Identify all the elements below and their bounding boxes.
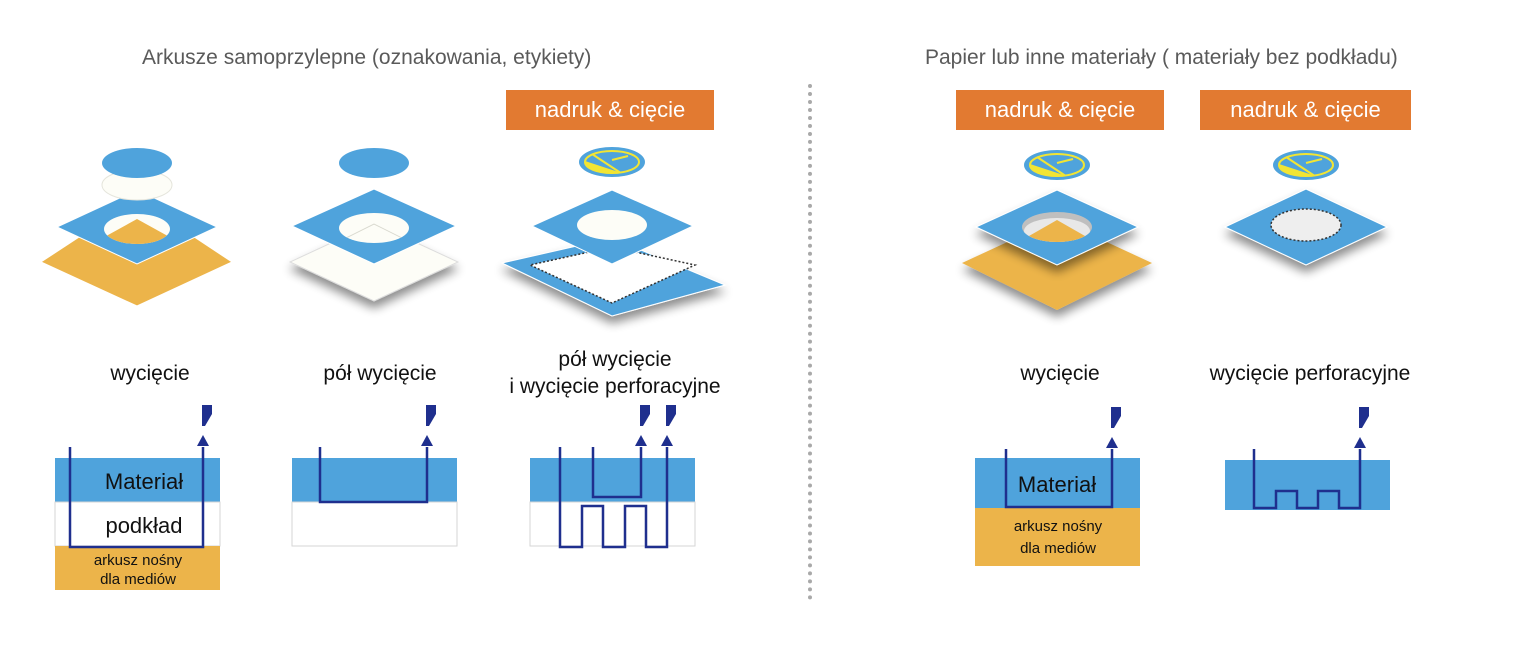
liner-band [529, 501, 696, 547]
perforation-path [1252, 449, 1362, 510]
liner-label: podkład [105, 513, 182, 538]
material-disc [339, 148, 409, 178]
arrow-head-icon [421, 435, 433, 446]
cut-hole [339, 213, 409, 243]
arrow-head-icon [661, 435, 673, 446]
material-band [1225, 460, 1390, 510]
carrier-label-line1: arkusz nośny [1014, 518, 1103, 535]
panel-2-exploded-illustration [288, 148, 460, 302]
half-cut-path [591, 447, 643, 499]
caption-half-cut-perforation-line2: i wycięcie perforacyjne [509, 375, 721, 398]
arrow-head-icon [635, 435, 647, 446]
liner-band [54, 501, 221, 547]
cut-path [68, 447, 205, 549]
panel-5-cross-section [1225, 407, 1390, 510]
panel-4-exploded-illustration [962, 149, 1152, 310]
caption-kiss-cut-through: wycięcie [110, 362, 190, 385]
print-and-cut-badge-panel-4: nadruk & cięcie [956, 90, 1164, 130]
arrow-head-icon [1354, 437, 1366, 448]
printed-disc-icon [1272, 149, 1340, 181]
blade-icon [426, 405, 436, 426]
panel-5-exploded-illustration [1223, 149, 1389, 266]
blade-icon [1359, 407, 1369, 428]
section-title-paper-materials: Papier lub inne materiały ( materiały be… [925, 46, 1398, 69]
carrier-label-line2: dla mediów [100, 571, 176, 588]
cut-path [1004, 449, 1114, 509]
caption-perforation-cut: wycięcie perforacyjne [1209, 362, 1411, 385]
printed-disc-icon [1023, 149, 1091, 181]
material-band [292, 458, 457, 502]
carrier-band [55, 546, 220, 590]
material-band [530, 458, 695, 502]
material-disc [102, 148, 172, 178]
material-label: Materiał [1018, 472, 1096, 497]
blade-icon [666, 405, 676, 426]
panel-1-cross-section: Materiał podkład arkusz nośny dla mediów [54, 405, 221, 590]
panel-3-cross-section [529, 405, 696, 549]
print-and-cut-badge-panel-5: nadruk & cięcie [1200, 90, 1411, 130]
cut-hole [577, 210, 647, 240]
perforation-path [558, 447, 669, 549]
panel-2-cross-section [291, 405, 458, 547]
caption-half-cut: pół wycięcie [323, 362, 437, 385]
caption-through-cut: wycięcie [1020, 362, 1100, 385]
material-label: Materiał [105, 469, 183, 494]
blade-icon [640, 405, 650, 426]
arrow-head-icon [1106, 437, 1118, 448]
material-band [55, 458, 220, 502]
carrier-label-line2: dla mediów [1020, 540, 1096, 557]
caption-half-cut-perforation-line1: pół wycięcie [558, 348, 672, 371]
panel-4-cross-section: Materiał arkusz nośny dla mediów [975, 407, 1140, 566]
panel-1-exploded-illustration [39, 148, 234, 307]
section-title-adhesive-sheets: Arkusze samoprzylepne (oznakowania, etyk… [142, 46, 592, 69]
print-and-cut-badge-panel-3: nadruk & cięcie [506, 90, 714, 130]
blade-icon [202, 405, 212, 426]
cut-path [318, 447, 429, 504]
section-divider [808, 84, 812, 600]
perforated-area [527, 246, 698, 304]
blade-icon [1111, 407, 1121, 428]
panel-3-exploded-illustration [500, 146, 727, 317]
liner-band [291, 501, 458, 547]
carrier-label-line1: arkusz nośny [94, 552, 183, 569]
perforated-hole [1270, 208, 1342, 242]
carrier-band [975, 508, 1140, 566]
printed-disc-icon [578, 146, 646, 178]
arrow-head-icon [197, 435, 209, 446]
